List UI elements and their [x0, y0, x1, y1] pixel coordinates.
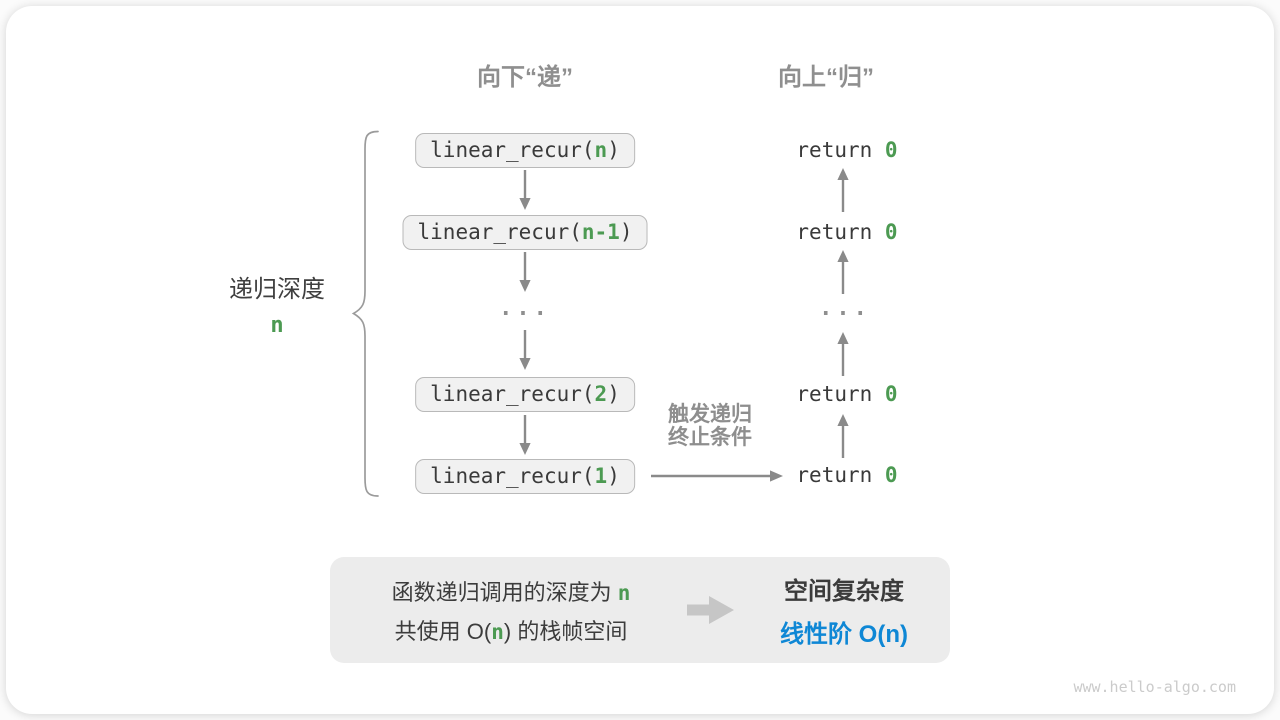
- call-text: linear_recur(: [417, 220, 582, 244]
- down-arrow: [519, 415, 531, 455]
- recursion-depth-label: 递归深度 n: [229, 276, 325, 339]
- space-complexity-value: 线性阶 O(n): [780, 621, 908, 648]
- return-text: return: [796, 382, 885, 406]
- ellipsis-descend: ...: [499, 296, 551, 321]
- call-text: linear_recur(: [430, 382, 595, 406]
- summary-line1-text: 函数递归调用的深度为: [391, 579, 618, 605]
- summary-line2: 共使用 O(n) 的栈帧空间: [348, 614, 674, 646]
- down-arrow: [519, 170, 531, 210]
- summary-box: 函数递归调用的深度为 n 共使用 O(n) 的栈帧空间 空间复杂度 线性阶 O(…: [330, 557, 950, 663]
- call-box-n-1: linear_recur(n-1): [402, 215, 648, 250]
- implies-arrow-icon: [687, 596, 734, 624]
- termination-line1: 触发递归: [668, 403, 752, 426]
- header-return: 向上“归”: [778, 64, 874, 91]
- call-arg: 2: [594, 382, 608, 406]
- summary-line1-n: n: [617, 580, 631, 605]
- return-value: 0: [884, 220, 898, 244]
- up-arrow: [837, 332, 849, 376]
- call-text: ): [607, 464, 620, 488]
- call-arg: n: [594, 138, 608, 162]
- return-value: 0: [884, 382, 898, 406]
- down-arrow: [519, 252, 531, 292]
- return-text: return: [796, 220, 885, 244]
- watermark: www.hello-algo.com: [1073, 678, 1236, 696]
- call-text: linear_recur(: [430, 138, 595, 162]
- summary-right: 空间复杂度 线性阶 O(n): [748, 557, 940, 663]
- call-box-2: linear_recur(2): [415, 377, 635, 412]
- return-label: return 0: [796, 460, 897, 490]
- termination-line2: 终止条件: [668, 426, 752, 449]
- down-arrow: [519, 330, 531, 370]
- recursion-depth-value: n: [270, 313, 284, 338]
- call-text: ): [607, 382, 620, 406]
- space-complexity-title: 空间复杂度: [784, 578, 904, 605]
- call-text: ): [619, 220, 633, 244]
- up-arrow: [837, 168, 849, 212]
- call-text: ): [607, 138, 620, 162]
- call-box-1: linear_recur(1): [415, 459, 635, 494]
- up-arrow: [837, 414, 849, 458]
- summary-line2-text2: ) 的栈帧空间: [503, 618, 628, 644]
- return-label: return 0: [796, 135, 897, 165]
- return-value: 0: [884, 138, 898, 162]
- termination-label: 触发递归 终止条件: [668, 403, 752, 449]
- call-box-n: linear_recur(n): [415, 133, 635, 168]
- return-value: 0: [884, 463, 898, 487]
- return-label: return 0: [796, 217, 897, 247]
- recursion-depth-title: 递归深度: [229, 276, 325, 303]
- call-arg: n-1: [581, 220, 620, 244]
- header-descend: 向下“递”: [477, 64, 573, 91]
- return-text: return: [796, 463, 885, 487]
- call-text: linear_recur(: [430, 464, 595, 488]
- call-arg: 1: [594, 464, 608, 488]
- termination-arrow: [651, 470, 783, 482]
- return-text: return: [796, 138, 885, 162]
- recursion-depth-brace: [351, 130, 379, 497]
- summary-left: 函数递归调用的深度为 n 共使用 O(n) 的栈帧空间: [348, 557, 674, 663]
- summary-line2-text: 共使用 O(: [394, 618, 492, 644]
- up-arrow: [837, 250, 849, 294]
- return-label: return 0: [796, 379, 897, 409]
- summary-line2-n: n: [491, 619, 504, 644]
- summary-line1: 函数递归调用的深度为 n: [348, 575, 674, 607]
- ellipsis-return: ...: [819, 296, 871, 321]
